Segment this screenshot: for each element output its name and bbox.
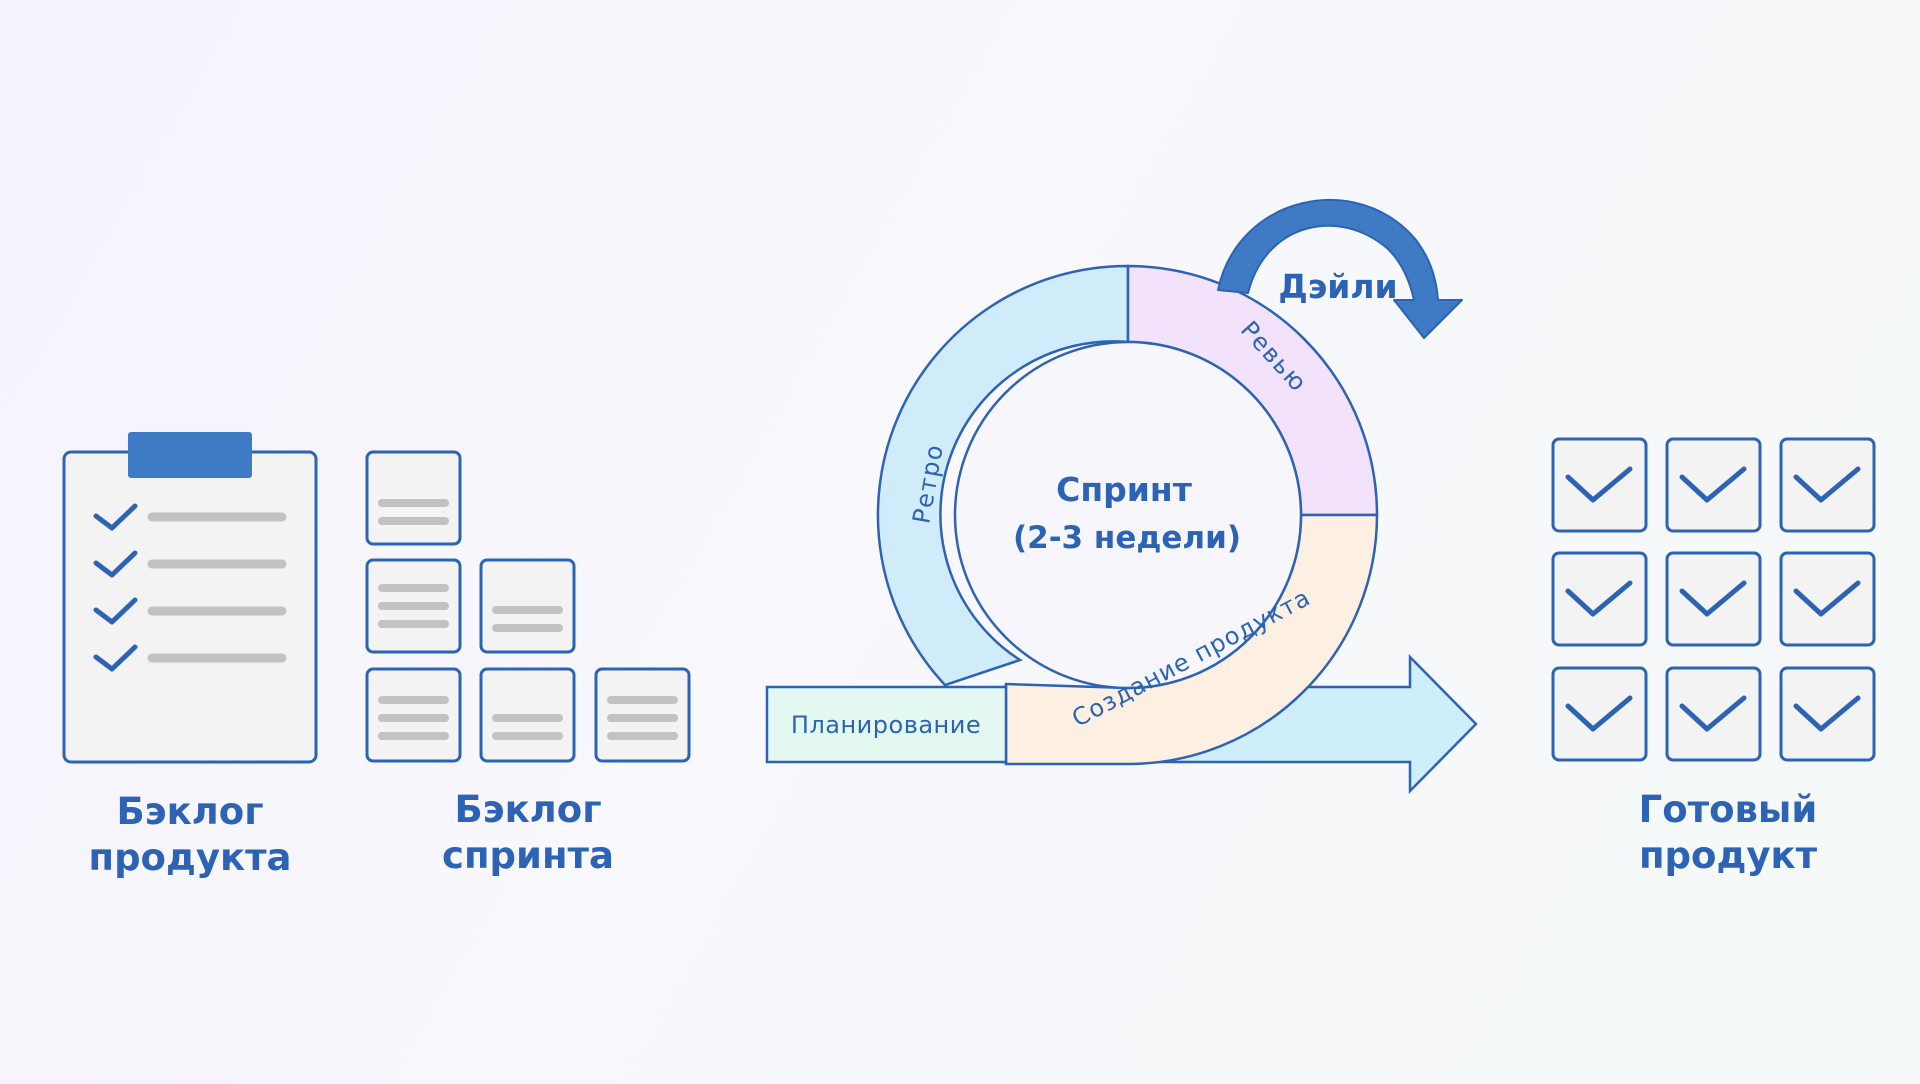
sprint-backlog-cards [365, 450, 691, 763]
daily-label: Дэйли [1278, 267, 1397, 306]
checklist-item [93, 597, 287, 625]
done-tile [1551, 551, 1648, 647]
done-tile [1779, 666, 1876, 762]
done-tile [1665, 551, 1762, 647]
done-tile [1779, 551, 1876, 647]
backlog-card [365, 450, 462, 546]
done-tile [1551, 437, 1648, 533]
sprint-backlog-caption-line2: спринта [442, 834, 614, 877]
done-tile [1665, 437, 1762, 533]
done-product-caption-line1: Готовый [1638, 788, 1818, 831]
done-tile [1779, 437, 1876, 533]
clipboard-checklist [93, 503, 287, 672]
product-backlog-caption-line2: продукта [88, 836, 292, 879]
product-backlog-caption: Бэклог продукта [40, 789, 340, 881]
check-icon [93, 550, 138, 578]
check-icon [93, 503, 138, 531]
product-backlog-caption-line1: Бэклог [116, 790, 264, 833]
check-icon [1679, 466, 1747, 503]
backlog-card [365, 558, 462, 654]
checklist-item [93, 550, 287, 578]
clipboard-clip [128, 432, 252, 478]
check-icon [93, 644, 138, 672]
check-icon [1793, 580, 1861, 617]
sprint-title: Спринт [1056, 470, 1192, 509]
check-icon [1679, 580, 1747, 617]
sprint-backlog-caption-line1: Бэклог [454, 788, 602, 831]
planning-box [765, 685, 1008, 764]
sprint-core [953, 340, 1303, 690]
planning-label: Планирование [791, 711, 981, 739]
checklist-item [93, 644, 287, 672]
done-product-caption-line2: продукт [1638, 834, 1818, 877]
daily-arrow [1217, 198, 1463, 339]
sprint-backlog-caption: Бэклог спринта [378, 787, 678, 879]
done-tile [1665, 666, 1762, 762]
done-product-caption: Готовый продукт [1578, 787, 1878, 879]
checklist-item [93, 503, 287, 531]
backlog-card [594, 667, 691, 763]
done-product-grid [1551, 437, 1876, 762]
check-icon [93, 597, 138, 625]
check-icon [1565, 695, 1633, 732]
sprint-duration: (2-3 недели) [1013, 520, 1241, 556]
check-icon [1565, 580, 1633, 617]
check-icon [1679, 695, 1747, 732]
sprint-cycle-ring [876, 264, 1379, 766]
done-tile [1551, 666, 1648, 762]
check-icon [1793, 466, 1861, 503]
backlog-card [479, 558, 576, 654]
backlog-card [479, 667, 576, 763]
check-icon [1565, 466, 1633, 503]
check-icon [1793, 695, 1861, 732]
backlog-card [365, 667, 462, 763]
product-backlog-clipboard [62, 432, 318, 764]
retro-segment [876, 264, 1130, 687]
